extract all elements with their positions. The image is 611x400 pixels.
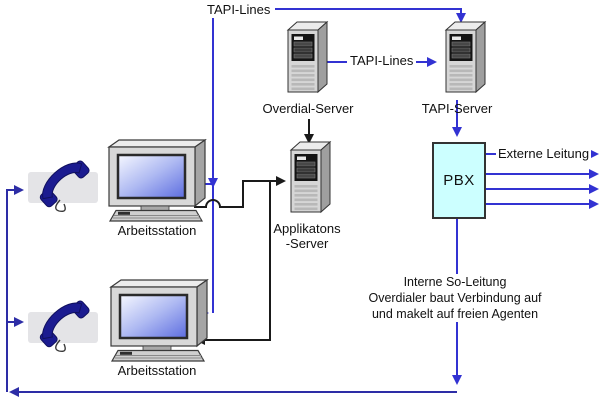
note-line1: Interne So-Leitung bbox=[403, 275, 507, 289]
externe-leitung-label: Externe Leitung bbox=[496, 146, 592, 161]
server-tower-icon-tapi bbox=[445, 21, 486, 93]
applikatons-server-label-line2: -Server bbox=[285, 236, 329, 251]
tapi-lines-mid-label: TAPI-Lines bbox=[347, 53, 417, 68]
desktop-computer-icon-ws1 bbox=[107, 138, 207, 223]
interne-so-leitung-note: Interne So-Leitung Overdialer baut Verbi… bbox=[320, 274, 590, 322]
desktop-computer-icon-ws2 bbox=[109, 278, 209, 363]
server-tower-icon-overdial bbox=[287, 21, 328, 93]
server-tower-icon-applikatons bbox=[290, 141, 331, 213]
edge-tapi-lines-top bbox=[275, 8, 466, 23]
tapi-server-label: TAPI-Server bbox=[421, 101, 493, 116]
note-line2: Overdialer baut Verbindung auf bbox=[368, 291, 542, 305]
tapi-lines-top-label: TAPI-Lines bbox=[207, 2, 271, 17]
workstation1-label: Arbeitsstation bbox=[117, 223, 197, 238]
edge-ws1-to-appserver bbox=[194, 176, 286, 208]
applikatons-server-label-line1: Applikatons bbox=[273, 221, 341, 236]
edge-appserver-to-ws2 bbox=[195, 181, 271, 345]
pbx-label: PBX bbox=[443, 172, 475, 189]
note-line3: und makelt auf freien Agenten bbox=[371, 307, 539, 321]
telephone-handset-icon-2 bbox=[27, 293, 99, 353]
workstation2-label: Arbeitsstation bbox=[117, 363, 197, 378]
pbx-node: PBX bbox=[432, 142, 486, 219]
telephone-handset-icon-1 bbox=[27, 153, 99, 213]
overdial-server-label: Overdial-Server bbox=[262, 101, 354, 116]
applikatons-server-label: Applikatons -Server bbox=[258, 221, 356, 251]
edge-left-riser-phone1 bbox=[6, 185, 24, 392]
